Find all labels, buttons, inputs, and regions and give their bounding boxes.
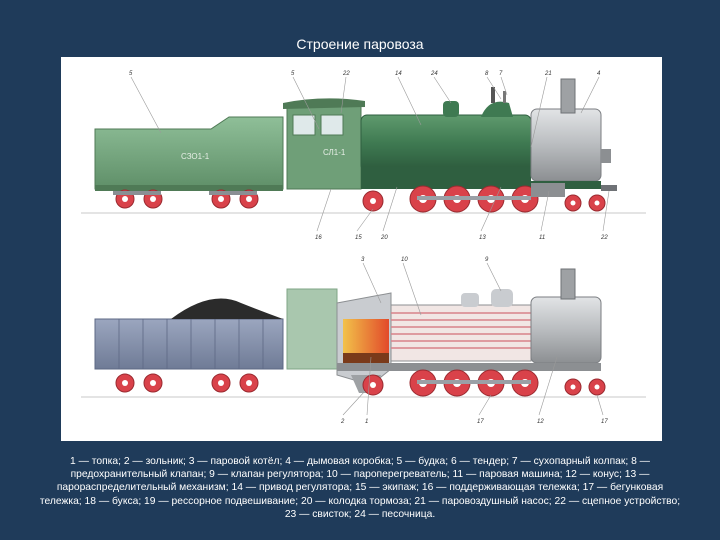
svg-text:2: 2: [340, 419, 345, 425]
slide-title: Строение паровоза: [296, 36, 424, 52]
svg-text:22: 22: [342, 71, 350, 77]
top-locomotive: СЗО1-1 СЛ1-1: [81, 71, 646, 241]
coal-pile: [171, 298, 283, 319]
locomotive-diagram-panel: СЗО1-1 СЛ1-1: [61, 57, 662, 441]
svg-text:5: 5: [129, 71, 133, 77]
svg-text:3: 3: [361, 257, 365, 263]
svg-text:14: 14: [395, 71, 402, 77]
svg-text:10: 10: [401, 257, 408, 263]
svg-text:17: 17: [601, 419, 608, 425]
svg-text:22: 22: [600, 235, 608, 241]
svg-text:9: 9: [485, 257, 489, 263]
svg-text:11: 11: [539, 235, 545, 241]
bottom-callouts: 3 10 9 2 1 17 12 17: [340, 257, 608, 425]
locomotive-diagram: СЗО1-1 СЛ1-1: [81, 71, 646, 425]
svg-text:5: 5: [291, 71, 295, 77]
top-callouts: 5 5 22 14 24 8 7 21 4 16 15 20 13 11 22: [129, 71, 608, 241]
svg-text:17: 17: [477, 419, 484, 425]
coal-tender: [94, 318, 284, 370]
svg-text:15: 15: [355, 235, 362, 241]
cab-number: СЛ1-1: [323, 148, 346, 157]
smokebox: [530, 108, 602, 182]
tender-number: СЗО1-1: [181, 152, 210, 161]
svg-text:1: 1: [365, 419, 368, 425]
figure-caption: 1 — топка; 2 — зольник; 3 — паровой котё…: [39, 456, 681, 520]
bottom-locomotive: 3 10 9 2 1 17 12 17: [81, 257, 646, 425]
svg-text:20: 20: [380, 235, 388, 241]
boiler: [360, 114, 532, 172]
boiler-cutaway: [390, 304, 532, 362]
tender-wheels-bottom: [115, 373, 259, 393]
svg-text:13: 13: [479, 235, 486, 241]
svg-text:8: 8: [485, 71, 489, 77]
svg-text:7: 7: [499, 71, 503, 77]
svg-text:12: 12: [537, 419, 544, 425]
svg-text:21: 21: [544, 71, 552, 77]
svg-text:16: 16: [315, 235, 322, 241]
svg-text:24: 24: [430, 71, 438, 77]
svg-text:4: 4: [597, 71, 601, 77]
